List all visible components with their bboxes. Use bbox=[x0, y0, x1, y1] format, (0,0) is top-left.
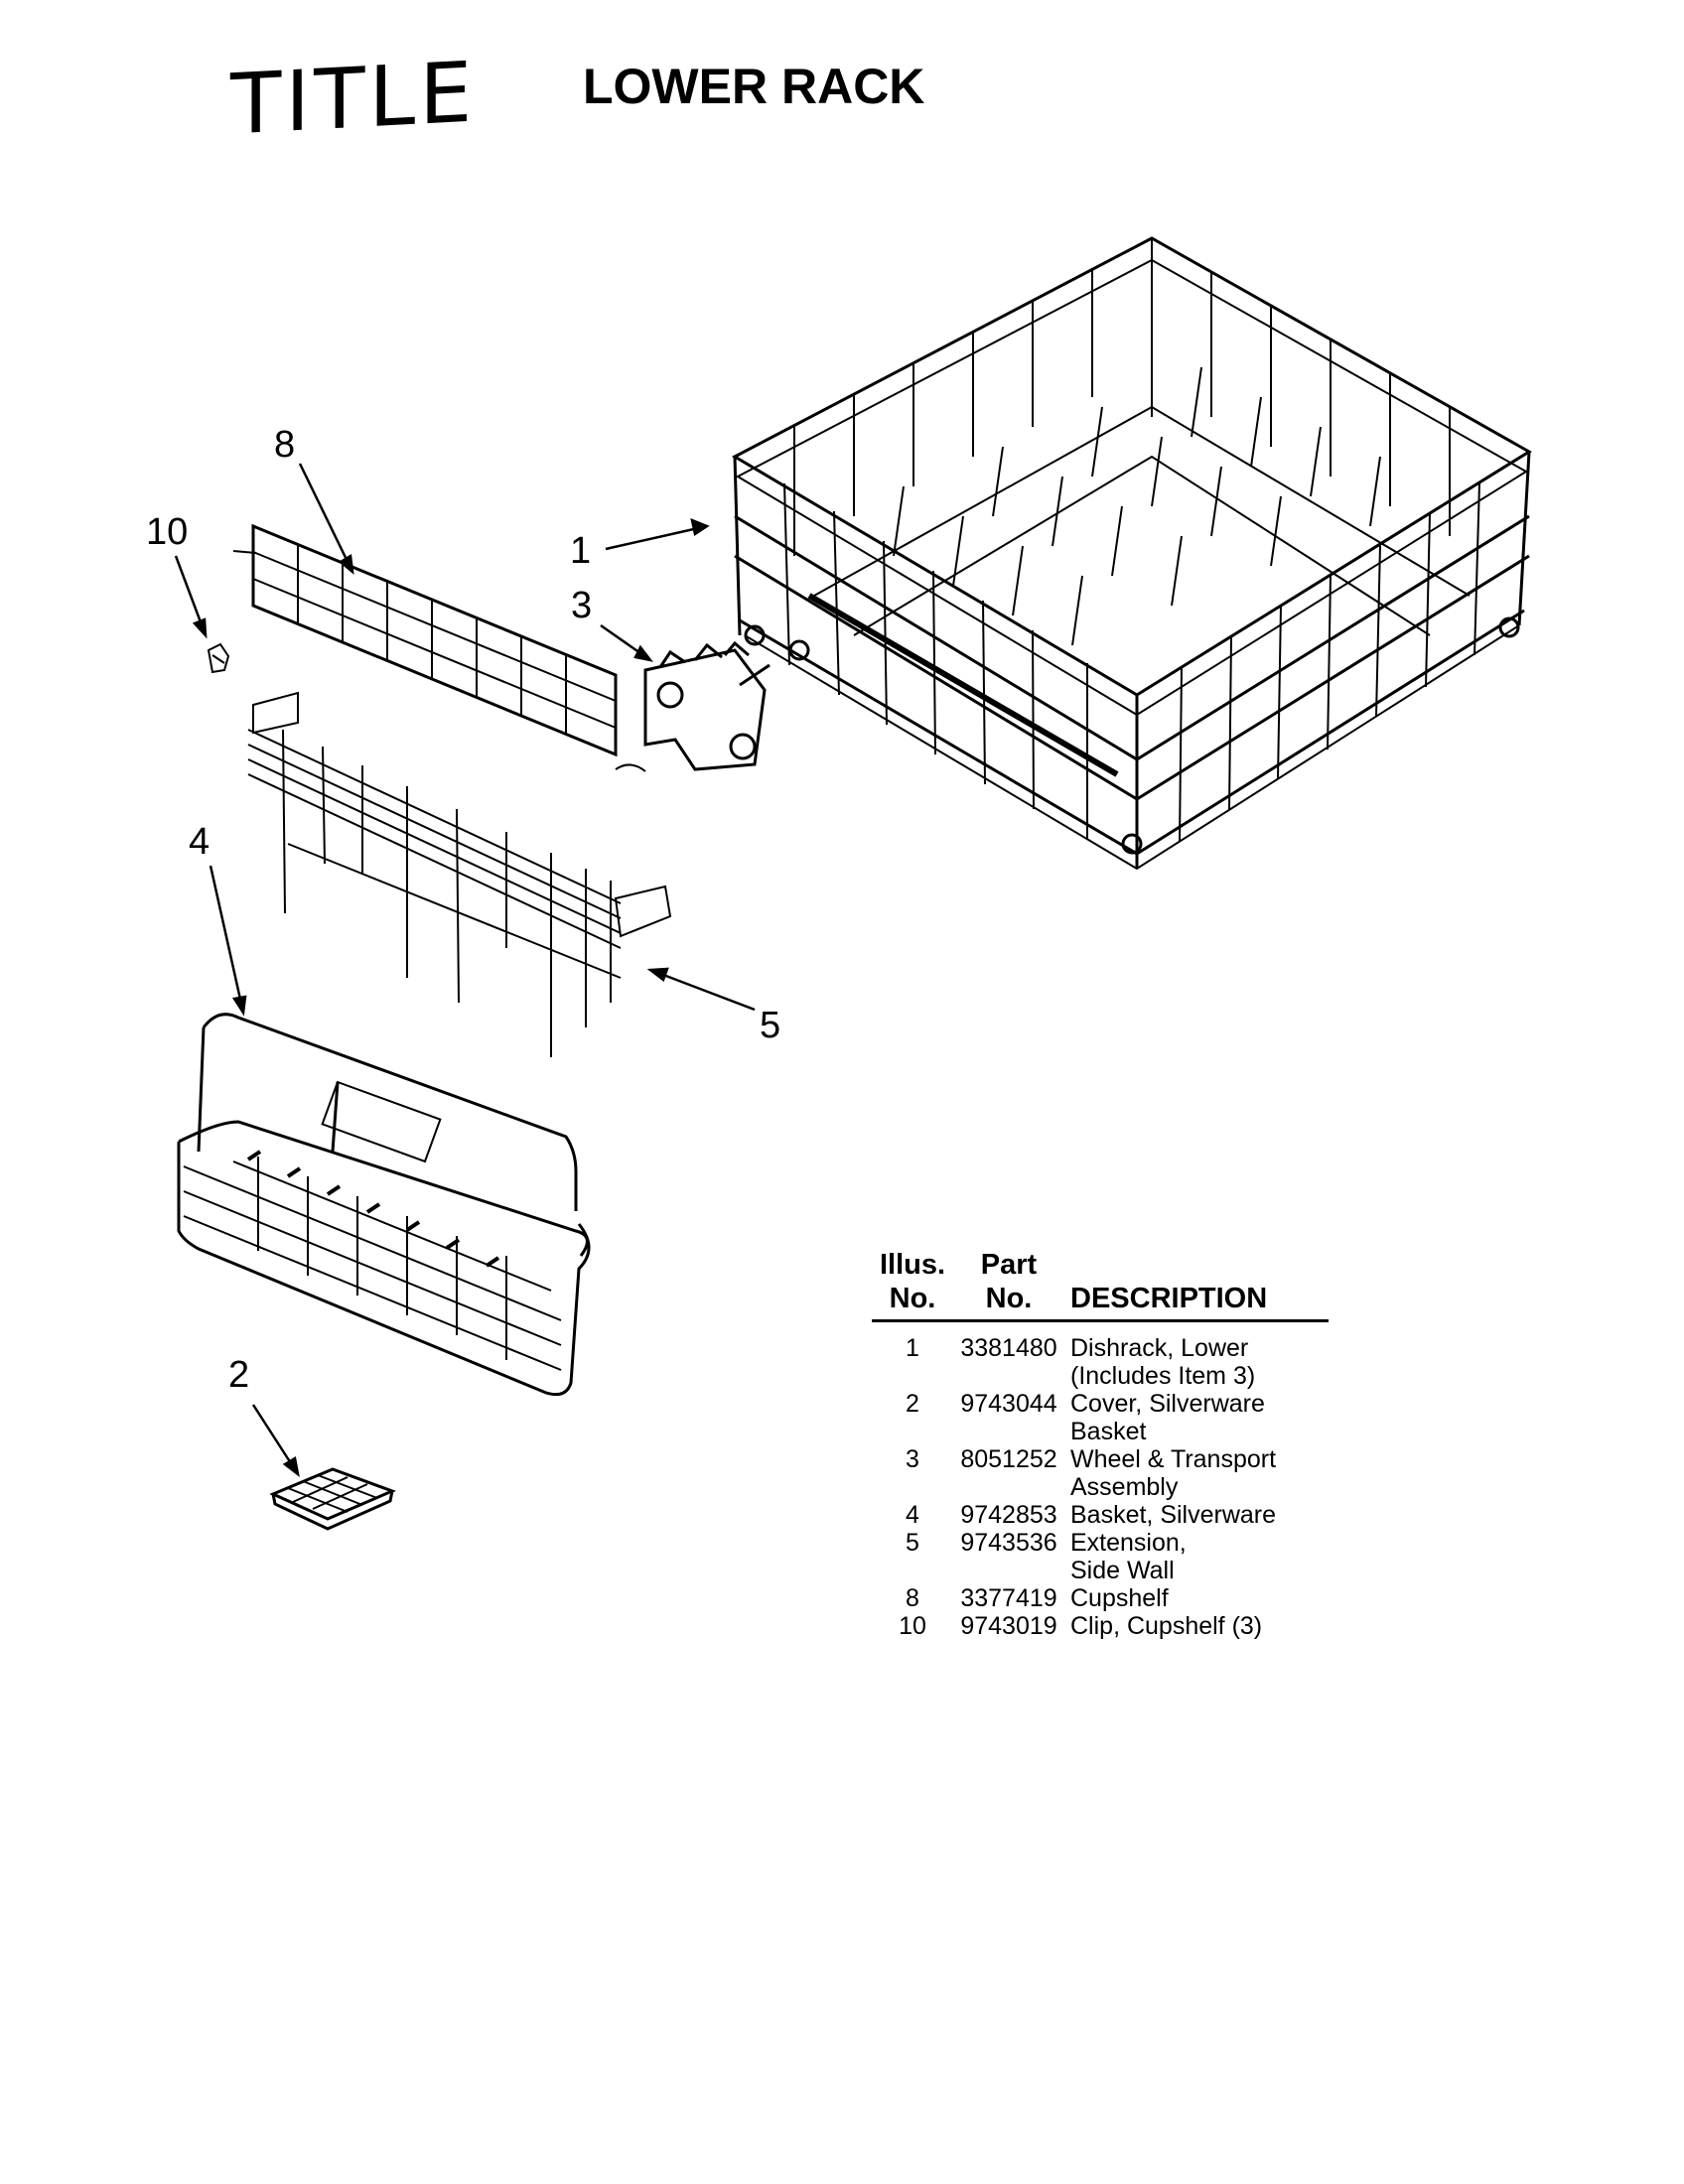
description-line: Assembly bbox=[1070, 1473, 1179, 1501]
description-line: Cover, Silverware bbox=[1070, 1390, 1265, 1418]
callout-10: 10 bbox=[146, 511, 188, 553]
callout-3: 3 bbox=[571, 585, 592, 626]
description-line: Side Wall bbox=[1070, 1557, 1175, 1584]
part-no: 9743536 bbox=[960, 1529, 1057, 1557]
table-row: 2 9743044 Cover, Silverware Basket bbox=[872, 1390, 1329, 1445]
part-no: 9743044 bbox=[960, 1390, 1057, 1418]
silverware-basket-cover-drawing bbox=[269, 1467, 397, 1531]
header-illus-line1: Illus. bbox=[879, 1249, 946, 1281]
header-description: DESCRIPTION bbox=[1070, 1283, 1268, 1314]
part-no: 3377419 bbox=[960, 1584, 1057, 1612]
dishrack-lower-drawing bbox=[731, 236, 1532, 871]
leader-lines bbox=[174, 463, 756, 1477]
description-line: Basket, Silverware bbox=[1070, 1501, 1277, 1529]
silverware-basket-drawing bbox=[177, 1013, 591, 1397]
page-title: LOWER RACK bbox=[583, 59, 925, 114]
description: Wheel & Transport Assembly bbox=[1064, 1445, 1329, 1501]
description-line: Dishrack, Lower bbox=[1070, 1334, 1249, 1362]
description: Cupshelf bbox=[1064, 1584, 1329, 1612]
callout-4: 4 bbox=[189, 821, 210, 863]
description-line: Basket bbox=[1070, 1418, 1147, 1445]
wheel-transport-assembly-drawing bbox=[643, 640, 771, 771]
table-row: 8 3377419 Cupshelf bbox=[872, 1584, 1329, 1612]
cupshelf-drawing bbox=[232, 523, 646, 772]
part-no: 9743019 bbox=[960, 1612, 1057, 1640]
description: Dishrack, Lower (Includes Item 3) bbox=[1064, 1321, 1329, 1390]
illus-no: 10 bbox=[899, 1612, 926, 1640]
table-row: 4 9742853 Basket, Silverware bbox=[872, 1501, 1329, 1529]
header-illus-line2: No. bbox=[889, 1283, 936, 1314]
part-no: 8051252 bbox=[960, 1445, 1057, 1473]
parts-table-header: Illus. No. Part No. DESCRIPTION bbox=[872, 1248, 1329, 1321]
illus-no: 8 bbox=[906, 1584, 919, 1612]
illus-no: 5 bbox=[906, 1529, 919, 1557]
description: Clip, Cupshelf (3) bbox=[1064, 1612, 1329, 1640]
table-row: 1 3381480 Dishrack, Lower (Includes Item… bbox=[872, 1321, 1329, 1390]
table-row: 5 9743536 Extension, Side Wall bbox=[872, 1529, 1329, 1584]
header-part-line2: No. bbox=[985, 1283, 1033, 1314]
description: Cover, Silverware Basket bbox=[1064, 1390, 1329, 1445]
description-line: Clip, Cupshelf (3) bbox=[1070, 1612, 1263, 1640]
part-no: 9742853 bbox=[960, 1501, 1057, 1529]
description: Basket, Silverware bbox=[1064, 1501, 1329, 1529]
description-line: Cupshelf bbox=[1070, 1584, 1169, 1612]
part-no: 3381480 bbox=[960, 1334, 1057, 1362]
description: Extension, Side Wall bbox=[1064, 1529, 1329, 1584]
callout-5: 5 bbox=[760, 1005, 780, 1046]
callout-8: 8 bbox=[274, 424, 295, 466]
illus-no: 2 bbox=[906, 1390, 919, 1418]
header-part-no: Part No. bbox=[953, 1248, 1064, 1321]
callout-2: 2 bbox=[228, 1354, 249, 1396]
parts-list-table: Illus. No. Part No. DESCRIPTION 1 338148… bbox=[872, 1248, 1329, 1640]
table-row: 10 9743019 Clip, Cupshelf (3) bbox=[872, 1612, 1329, 1640]
illus-no: 4 bbox=[906, 1501, 919, 1529]
description-line: (Includes Item 3) bbox=[1070, 1362, 1256, 1390]
description-line: Wheel & Transport bbox=[1070, 1445, 1277, 1473]
description-line: Extension, bbox=[1070, 1529, 1187, 1557]
callout-1: 1 bbox=[570, 530, 591, 572]
illus-no: 1 bbox=[906, 1334, 919, 1362]
header-part-line1: Part bbox=[980, 1249, 1038, 1281]
extension-side-wall-drawing bbox=[247, 691, 672, 1057]
illus-no: 3 bbox=[906, 1445, 919, 1473]
cupshelf-clip-drawing bbox=[207, 642, 230, 674]
table-row: 3 8051252 Wheel & Transport Assembly bbox=[872, 1445, 1329, 1501]
header-illus-no: Illus. No. bbox=[872, 1248, 953, 1321]
